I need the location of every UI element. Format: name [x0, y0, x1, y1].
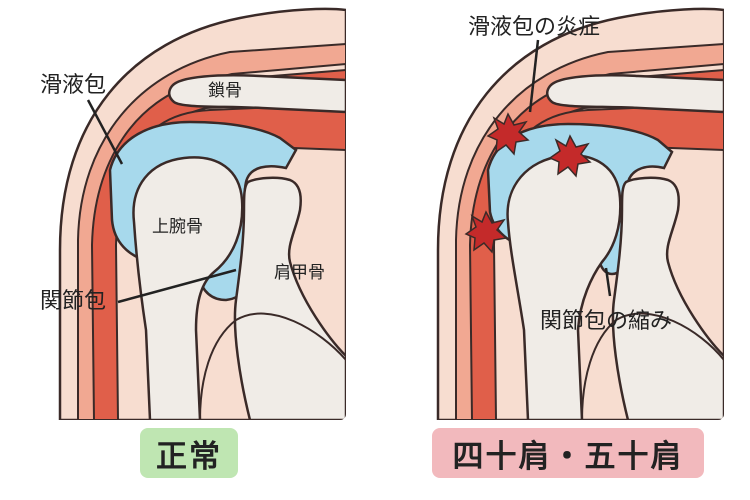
capsule-contraction-leader-line [604, 267, 612, 297]
normal-shoulder-panel [40, 0, 346, 420]
label-clavicle: 鎖骨 [208, 81, 242, 101]
label-capsule: 関節包 [40, 289, 106, 314]
label-scapula: 肩甲骨 [274, 263, 325, 283]
bursitis-leader-line [528, 39, 540, 113]
capsule-leader-line [117, 268, 237, 304]
caption-normal: 正常 [140, 428, 238, 478]
inflammation-mark-3 [464, 210, 508, 254]
bursa-leader-line [86, 99, 124, 165]
humerus-bone [506, 154, 622, 420]
clavicle-bone [168, 74, 346, 114]
frozen-shoulder-panel [418, 0, 724, 420]
inflammation-mark-2 [548, 134, 592, 178]
inflammation-mark-1 [486, 112, 530, 156]
scapula-bone [233, 176, 346, 420]
caption-frozen-shoulder: 四十肩・五十肩 [432, 428, 704, 478]
label-bursa: 滑液包 [40, 73, 106, 98]
scapula-bone [611, 176, 724, 420]
clavicle-bone [546, 74, 724, 114]
label-capsule-contraction: 関節包の縮み [540, 309, 672, 334]
arm-contour [199, 312, 346, 420]
arm-contour [581, 312, 724, 420]
label-bursitis: 滑液包の炎症 [468, 15, 600, 40]
label-humerus: 上腕骨 [152, 217, 203, 237]
